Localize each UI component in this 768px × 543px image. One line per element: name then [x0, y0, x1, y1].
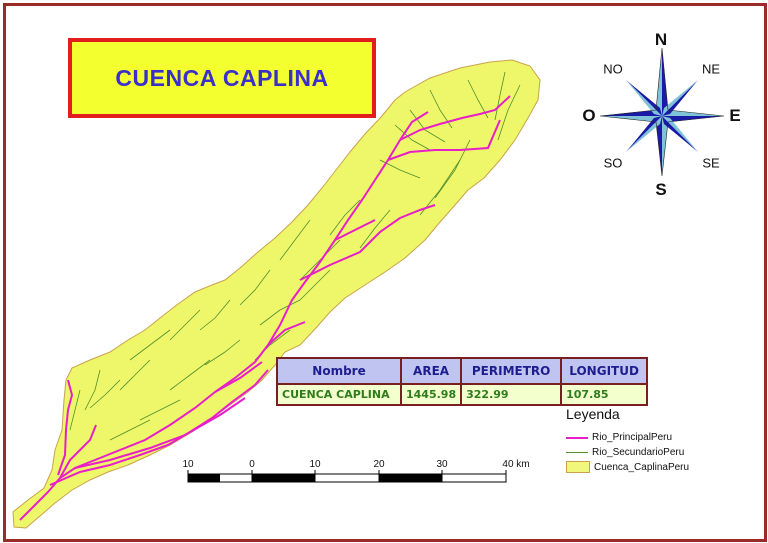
compass-no-label: NO [603, 61, 623, 77]
compass-n-label: N [654, 30, 668, 49]
compass-o-label: O [582, 106, 596, 125]
table-header-row: Nombre AREA PERIMETRO LONGITUD [276, 357, 649, 385]
compass-se-label: SE [702, 155, 720, 171]
table-row: CUENCA CAPLINA 1445.98 322.99 107.85 [276, 383, 649, 406]
col-perimetro: PERIMETRO [460, 357, 563, 385]
legend-item-basin: Cuenca_CaplinaPeru [566, 461, 689, 473]
compass-e-label: E [729, 106, 741, 125]
legend-title: Leyenda [566, 406, 620, 422]
legend-label: Rio_SecundarioPeru [592, 447, 685, 458]
scale-label: 10 [182, 459, 194, 470]
scale-bar [187, 470, 507, 483]
scale-label: 40 km [502, 459, 530, 470]
cell-longitud: 107.85 [560, 383, 649, 406]
legend-item-secondary-river: Rio_SecundarioPeru [566, 447, 684, 458]
compass-so-label: SO [603, 155, 623, 171]
compass-s-label: S [655, 180, 667, 199]
compass-rose [599, 47, 725, 177]
attribute-table: Nombre AREA PERIMETRO LONGITUD CUENCA CA… [276, 357, 649, 406]
compass-ne-label: NE [701, 61, 721, 77]
legend-item-main-river: Rio_PrincipalPeru [566, 432, 672, 443]
map-frame [3, 3, 767, 542]
basin-polygon [12, 59, 541, 529]
main-river-swatch [566, 436, 588, 439]
basin-swatch [566, 461, 590, 473]
map-title: CUENCA CAPLINA [115, 64, 329, 91]
cell-perimetro: 322.99 [460, 383, 563, 406]
secondary-river-swatch [566, 452, 588, 453]
scale-label: 20 [373, 459, 385, 470]
col-nombre: Nombre [276, 357, 402, 385]
cell-nombre: CUENCA CAPLINA [276, 383, 402, 406]
col-longitud: LONGITUD [560, 357, 649, 385]
cell-area: 1445.98 [399, 383, 463, 406]
legend-label: Cuenca_CaplinaPeru [594, 461, 690, 473]
title-box: CUENCA CAPLINA [68, 38, 376, 118]
scale-label: 10 [309, 459, 321, 470]
main-rivers [19, 95, 511, 521]
col-area: AREA [399, 357, 463, 385]
scale-label: 0 [249, 459, 255, 470]
legend-label: Rio_PrincipalPeru [592, 432, 673, 443]
scale-label: 30 [436, 459, 448, 470]
